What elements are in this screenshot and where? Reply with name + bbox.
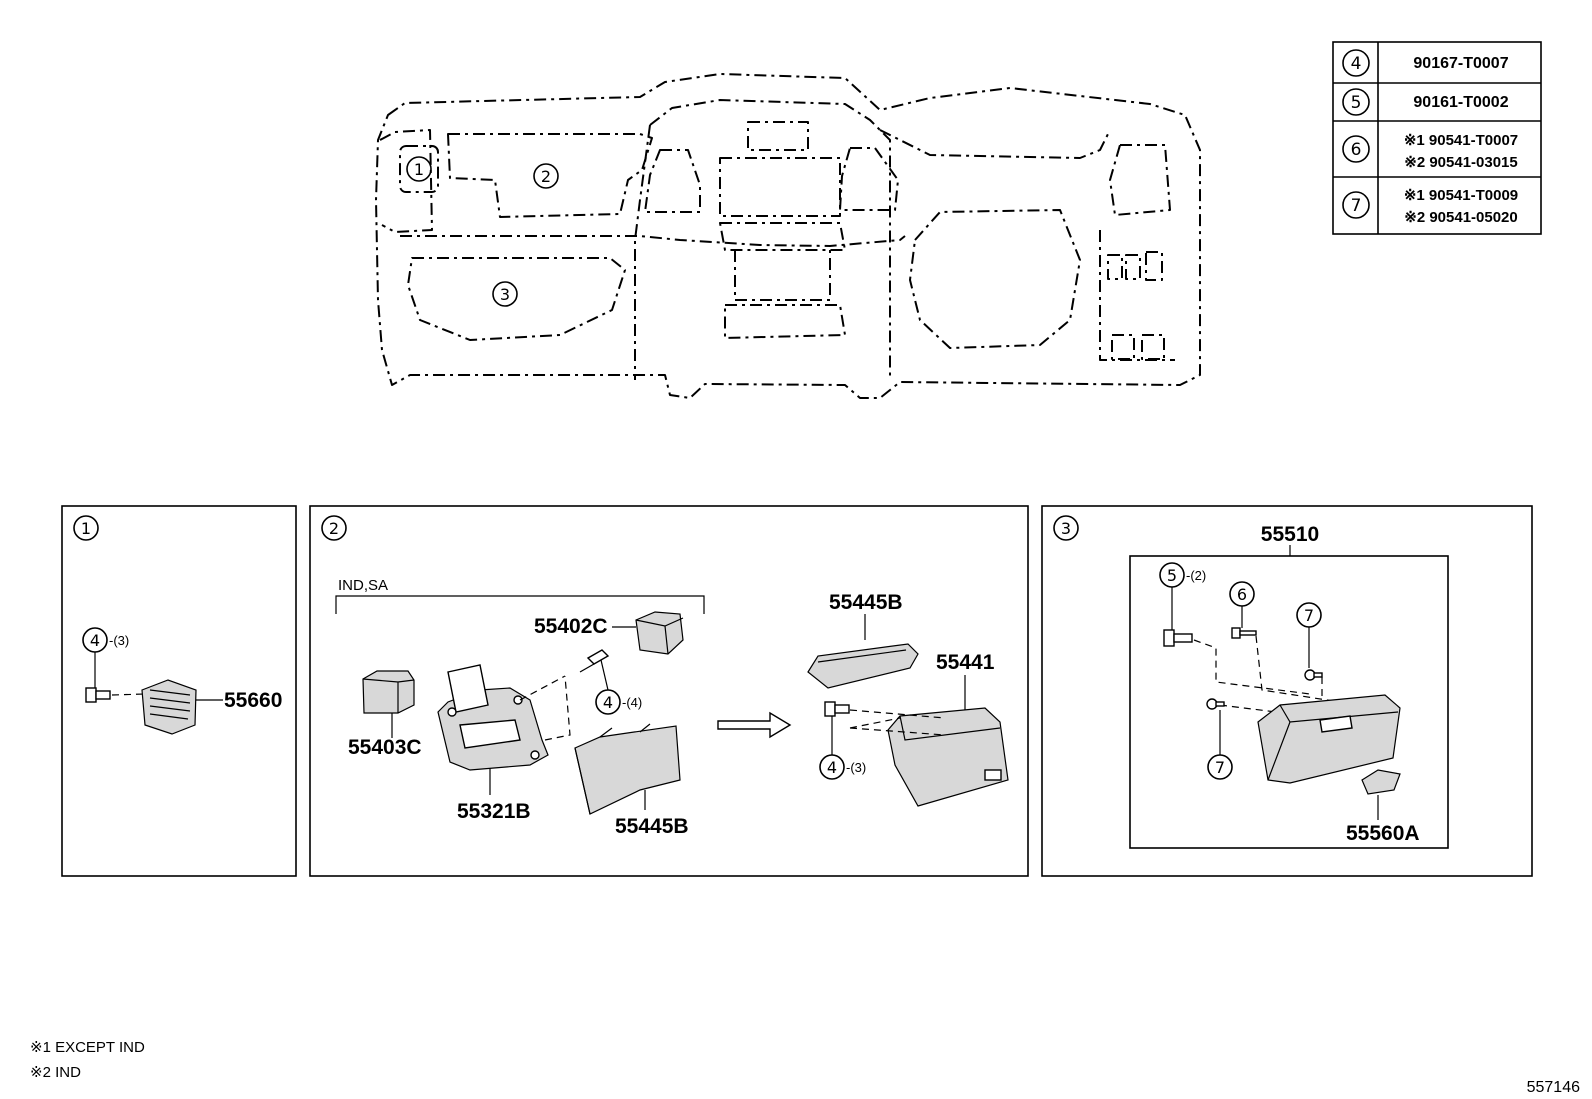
cover-55403c-icon bbox=[362, 670, 415, 714]
table-part-number: 90167-T0007 bbox=[1413, 55, 1508, 72]
diagram-id: 557146 bbox=[1527, 1079, 1580, 1096]
table-part-number: ※2 90541-03015 bbox=[1404, 154, 1518, 171]
trim-55445b-icon bbox=[807, 643, 919, 689]
part-label: 55560A bbox=[1346, 822, 1420, 845]
group-label: IND,SA bbox=[338, 577, 388, 594]
panel-55445b-icon bbox=[574, 723, 681, 815]
panel-number: 2 bbox=[329, 519, 339, 538]
ref-callout: 7 bbox=[1304, 606, 1314, 625]
screw-icon bbox=[579, 649, 610, 673]
ref-callout: 4 bbox=[603, 693, 613, 712]
panel-2: 2 IND,SA 55403C 55402C 55321B bbox=[309, 505, 1029, 877]
clip-icon bbox=[1304, 669, 1323, 681]
table-row: 4 90167-T0007 bbox=[1342, 49, 1509, 77]
latch-55560a-icon bbox=[1361, 769, 1401, 795]
screw-icon bbox=[1163, 629, 1193, 647]
arrow-right-icon bbox=[717, 711, 792, 739]
bolt-icon bbox=[824, 701, 850, 717]
bolt-icon bbox=[85, 687, 111, 703]
table-part-number: 90161-T0002 bbox=[1413, 94, 1508, 111]
part-label: 55445B bbox=[829, 591, 903, 614]
svg-text:1: 1 bbox=[414, 160, 424, 179]
overview-callout: 1 bbox=[406, 156, 432, 182]
footnote: ※2 IND bbox=[30, 1064, 81, 1081]
svg-text:3: 3 bbox=[500, 285, 510, 304]
panel-number: 3 bbox=[1061, 519, 1071, 538]
dashboard-overview: 1 2 3 bbox=[375, 73, 1201, 399]
bracket-55321b-icon bbox=[437, 664, 549, 771]
clip-icon bbox=[1206, 698, 1225, 710]
cover-55402c-icon bbox=[635, 611, 684, 655]
table-row: 6 ※1 90541-T0007 ※2 90541-03015 bbox=[1342, 132, 1518, 171]
quantity-label: -(2) bbox=[1186, 568, 1206, 583]
part-label: 55660 bbox=[224, 689, 282, 712]
pin-icon bbox=[1231, 627, 1257, 639]
ref-callout: 7 bbox=[1215, 758, 1225, 777]
part-number-table: 4 90167-T0007 5 90161-T0002 6 ※1 90541-T… bbox=[1332, 41, 1542, 235]
panel-3: 3 55510 5 -(2) 6 7 bbox=[1041, 505, 1533, 877]
overview-callout: 3 bbox=[492, 281, 518, 307]
quantity-label: -(3) bbox=[846, 760, 866, 775]
table-ref: 5 bbox=[1351, 93, 1362, 113]
glovebox-55441-icon bbox=[887, 707, 1009, 807]
part-label: 55441 bbox=[936, 651, 995, 674]
quantity-label: -(4) bbox=[622, 695, 642, 710]
table-row: 5 90161-T0002 bbox=[1342, 88, 1509, 116]
glovebox-door-icon bbox=[1257, 694, 1401, 784]
part-label: 55321B bbox=[457, 800, 531, 823]
footnote: ※1 EXCEPT IND bbox=[30, 1039, 145, 1056]
quantity-label: -(3) bbox=[109, 633, 129, 648]
table-part-number: ※2 90541-05020 bbox=[1404, 209, 1518, 226]
table-row: 7 ※1 90541-T0009 ※2 90541-05020 bbox=[1342, 187, 1518, 226]
part-label: 55445B bbox=[615, 815, 689, 838]
ref-callout: 4 bbox=[827, 758, 837, 777]
part-label: 55402C bbox=[534, 615, 608, 638]
table-ref: 7 bbox=[1351, 196, 1362, 216]
table-ref: 4 bbox=[1351, 54, 1362, 74]
ref-callout: 5 bbox=[1167, 566, 1177, 585]
panel-number: 1 bbox=[81, 519, 91, 538]
ref-callout: 6 bbox=[1237, 585, 1247, 604]
panel-1: 1 4 -(3) 55660 bbox=[61, 505, 297, 877]
svg-text:2: 2 bbox=[541, 167, 551, 186]
ref-callout: 4 bbox=[90, 631, 100, 650]
vent-part-icon bbox=[141, 679, 197, 735]
table-part-number: ※1 90541-T0007 bbox=[1404, 132, 1518, 149]
assembly-label: 55510 bbox=[1261, 523, 1319, 546]
table-ref: 6 bbox=[1351, 140, 1362, 160]
overview-callout: 2 bbox=[533, 163, 559, 189]
part-label: 55403C bbox=[348, 736, 422, 759]
table-part-number: ※1 90541-T0009 bbox=[1404, 187, 1518, 204]
